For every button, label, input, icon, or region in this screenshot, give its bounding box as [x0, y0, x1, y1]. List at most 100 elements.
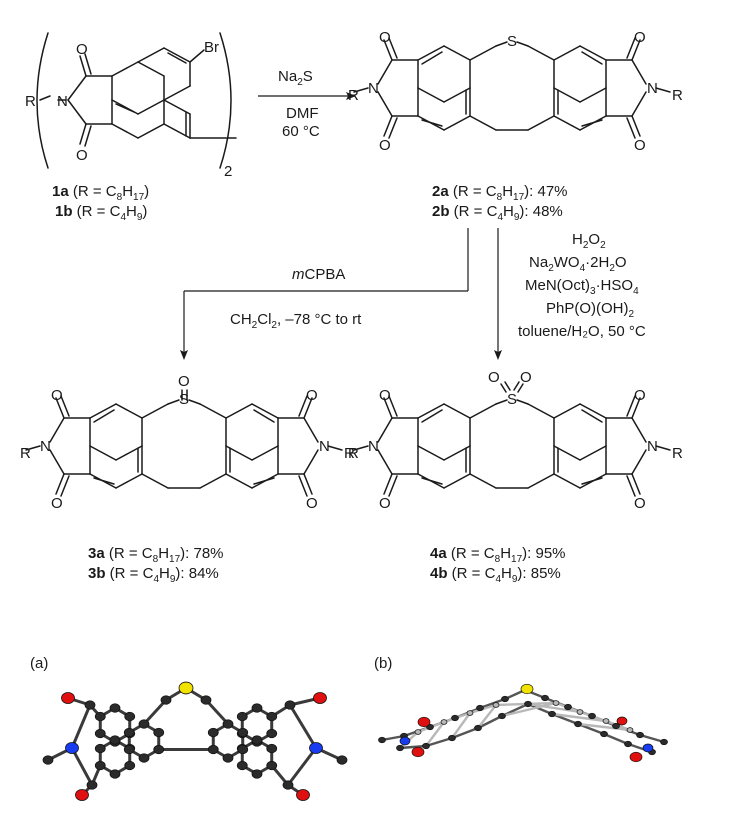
- crystal-b-bond: [602, 732, 630, 746]
- c3-n-left: N: [40, 438, 51, 455]
- crystal-a-bond: [70, 746, 94, 787]
- crystal-a-atom: [109, 769, 121, 779]
- step-2-conditions: CH2Cl2, –78 °C to rt: [230, 311, 362, 331]
- crystal-b-atom: [476, 704, 484, 712]
- crystal-b-atom: [411, 746, 425, 758]
- crystal-a-atom: [251, 703, 263, 713]
- compound-1a-label: 1a (R = C8H17): [52, 183, 149, 203]
- crystal-b-bond: [450, 726, 480, 740]
- crystal-b-atom: [498, 712, 506, 720]
- c1-n: N: [57, 93, 68, 110]
- crystal-a-atom: [251, 769, 263, 779]
- crystal-a-bond: [70, 703, 92, 750]
- crystal-b-atom: [576, 709, 584, 715]
- c4-r-left: R: [348, 445, 359, 462]
- c2-n-left: N: [368, 80, 379, 97]
- compound-2b-label: 2b (R = C4H9): 48%: [432, 203, 563, 223]
- compound-3b-label: 3b (R = C4H9): 84%: [88, 565, 219, 585]
- crystal-a-atom: [123, 727, 135, 738]
- crystal-b-atom: [574, 720, 582, 728]
- crystal-b-atom: [629, 751, 643, 763]
- crystal-a-atom: [309, 742, 323, 754]
- crystal-b-atom: [600, 730, 608, 738]
- crystal-b-atom: [417, 716, 431, 728]
- crystal-a-atom: [160, 695, 172, 705]
- crystal-a-bond: [142, 698, 168, 726]
- crystal-b-atom: [378, 736, 386, 744]
- c4-r-right: R: [672, 445, 683, 462]
- c4-o-tr: O: [634, 387, 646, 404]
- crystal-a-atom: [65, 742, 79, 754]
- c3-n-right: N: [319, 438, 330, 455]
- crystal-b-atom: [466, 710, 474, 716]
- compound-4a-label: 4a (R = C8H17): 95%: [430, 545, 566, 565]
- c3-o-sulfoxide: O: [178, 373, 190, 390]
- c1-o-bottom: O: [76, 147, 88, 164]
- crystal-b-bond: [526, 702, 582, 714]
- crystal-a-atom: [42, 755, 54, 765]
- crystal-b-atom: [501, 695, 509, 703]
- crystal-b-bond: [476, 703, 498, 730]
- crystal-b-bond: [476, 714, 504, 730]
- bracket-right: [219, 32, 232, 169]
- crystal-a-atom: [138, 753, 150, 763]
- c4-o-bl: O: [379, 495, 391, 512]
- crystal-a-atom: [94, 743, 106, 754]
- crystal-b-bond: [638, 733, 666, 744]
- crystal-b-bond: [576, 722, 632, 732]
- crystal-b-atom: [636, 731, 644, 739]
- crystal-b-atom: [451, 714, 459, 722]
- crystal-b-atom: [524, 700, 532, 708]
- crystal-b-bond: [450, 711, 472, 740]
- crystal-a-atom: [153, 744, 165, 755]
- crystal-a-atom: [109, 703, 121, 713]
- bracket-left: [36, 32, 49, 169]
- c1-br: Br: [204, 39, 219, 56]
- step-3-line5: toluene/H₂O, 50 °C: [518, 323, 646, 340]
- crystal-structure-b: [378, 683, 668, 763]
- panel-a-label: (a): [30, 655, 48, 672]
- crystal-a-atom: [237, 727, 249, 738]
- c4-o-tl: O: [379, 387, 391, 404]
- c4-n-right: N: [647, 438, 658, 455]
- c4-s: S: [507, 391, 517, 408]
- c4-o-sulfone-left: O: [488, 369, 500, 386]
- step-1-reagent: Na2S: [278, 68, 313, 88]
- crystal-a-atom: [251, 735, 263, 745]
- crystal-a-atom: [222, 753, 234, 763]
- crystal-a-atom: [138, 719, 150, 729]
- panel-b-label: (b): [374, 655, 392, 672]
- crystal-a-atom: [296, 789, 310, 801]
- crystal-a-atom: [266, 728, 278, 739]
- crystal-a-atom: [84, 700, 96, 710]
- crystal-b-atom: [422, 742, 430, 750]
- crystal-a-atom: [124, 711, 136, 722]
- crystal-b-bond: [478, 697, 507, 710]
- crystal-a-atom: [200, 695, 212, 705]
- crystal-a-atom: [266, 743, 278, 754]
- crystal-b-bond: [398, 744, 428, 750]
- crystal-b-atom: [660, 738, 668, 746]
- step-1-solvent: DMF: [286, 105, 319, 122]
- c3-r-left: R: [20, 445, 31, 462]
- crystal-a-atom: [178, 681, 194, 695]
- crystal-b-atom: [541, 694, 549, 702]
- crystal-b-atom: [399, 736, 411, 746]
- crystal-a-atom: [236, 711, 248, 722]
- c3-r-right: R: [344, 445, 355, 462]
- crystal-b-atom: [588, 712, 596, 720]
- crystal-a-atom: [313, 692, 327, 704]
- c4-o-sulfone-right: O: [520, 369, 532, 386]
- crystal-b-atom: [448, 734, 456, 742]
- c3-o-tr: O: [306, 387, 318, 404]
- crystal-b-atom: [626, 727, 634, 733]
- c3-s: S: [179, 391, 189, 408]
- crystal-b-atom: [642, 743, 654, 753]
- c4-o-br: O: [634, 495, 646, 512]
- compound-3-structure: S O O O O O N N R R: [20, 373, 355, 512]
- crystal-a-bond: [286, 746, 318, 787]
- c3-o-bl: O: [51, 495, 63, 512]
- c1-o-top: O: [76, 41, 88, 58]
- compound-4b-label: 4b (R = C4H9): 85%: [430, 565, 561, 585]
